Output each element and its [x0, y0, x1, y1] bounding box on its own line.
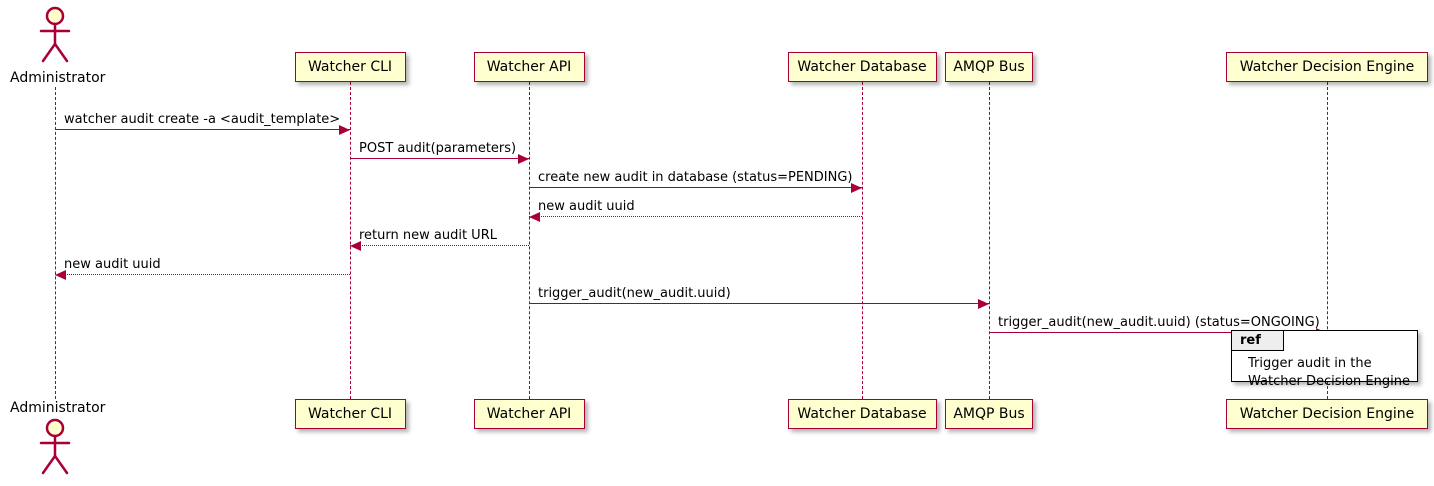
message-line-1 [55, 129, 350, 130]
message-arrowhead-2 [518, 153, 529, 164]
actor-administrator-bottom [31, 418, 79, 476]
lifeline-watcher-decision-engine [1327, 82, 1328, 399]
ref-fragment-tab-label: ref [1240, 333, 1261, 348]
message-label-4: new audit uuid [538, 199, 635, 214]
participant-watcher-cli-top[interactable]: Watcher CLI [294, 52, 406, 82]
message-line-7 [529, 303, 989, 304]
message-arrowhead-4 [529, 211, 540, 222]
message-label-3: create new audit in database (status=PEN… [538, 170, 853, 185]
ref-fragment-tab [1232, 331, 1284, 351]
participant-watcher-database-top[interactable]: Watcher Database [787, 52, 937, 82]
participant-watcher-cli-bottom[interactable]: Watcher CLI [294, 399, 406, 429]
participant-label: AMQP Bus [953, 59, 1025, 75]
participant-watcher-database-bottom[interactable]: Watcher Database [787, 399, 937, 429]
message-label-1: watcher audit create -a <audit_template> [64, 112, 341, 127]
participant-label: Watcher API [486, 406, 572, 422]
ref-fragment-body-line-2: Watcher Decision Engine [1248, 373, 1410, 389]
message-arrowhead-6 [55, 269, 66, 280]
lifeline-watcher-database [862, 82, 863, 399]
message-label-2: POST audit(parameters) [359, 141, 517, 156]
message-line-2 [350, 158, 529, 159]
participant-label: Watcher Decision Engine [1239, 406, 1415, 422]
actor-administrator-top [31, 6, 79, 64]
lifeline-watcher-api [529, 82, 530, 399]
participant-watcher-decision-engine-bottom[interactable]: Watcher Decision Engine [1226, 399, 1428, 429]
message-arrowhead-3 [851, 182, 862, 193]
lifeline-administrator [55, 87, 56, 399]
message-line-8 [989, 332, 1327, 333]
participant-amqp-bus-bottom[interactable]: AMQP Bus [945, 399, 1033, 429]
participant-label: AMQP Bus [953, 406, 1025, 422]
ref-fragment-body-line-1: Trigger audit in the [1248, 356, 1372, 371]
lifeline-amqp-bus [989, 82, 990, 399]
message-label-8: trigger_audit(new_audit.uuid) (status=ON… [998, 315, 1320, 330]
participant-label: Watcher Decision Engine [1239, 59, 1415, 75]
message-line-5 [350, 245, 529, 246]
message-arrowhead-1 [339, 124, 350, 135]
actor-label-administrator-bottom: Administrator [10, 400, 106, 416]
message-line-3 [529, 187, 862, 188]
message-arrowhead-5 [350, 240, 361, 251]
participant-label: Watcher CLI [307, 406, 393, 422]
actor-label-administrator-top: Administrator [10, 70, 106, 86]
message-line-6 [55, 274, 350, 275]
participant-watcher-decision-engine-top[interactable]: Watcher Decision Engine [1226, 52, 1428, 82]
participant-amqp-bus-top[interactable]: AMQP Bus [945, 52, 1033, 82]
message-line-4 [529, 216, 862, 217]
message-label-5: return new audit URL [359, 228, 497, 243]
participant-label: Watcher Database [797, 59, 927, 75]
participant-watcher-api-bottom[interactable]: Watcher API [473, 399, 585, 429]
message-label-6: new audit uuid [64, 257, 161, 272]
participant-label: Watcher Database [797, 406, 927, 422]
message-arrowhead-7 [978, 298, 989, 309]
participant-label: Watcher CLI [307, 59, 393, 75]
participant-watcher-api-top[interactable]: Watcher API [473, 52, 585, 82]
message-label-7: trigger_audit(new_audit.uuid) [538, 286, 731, 301]
participant-label: Watcher API [486, 59, 572, 75]
